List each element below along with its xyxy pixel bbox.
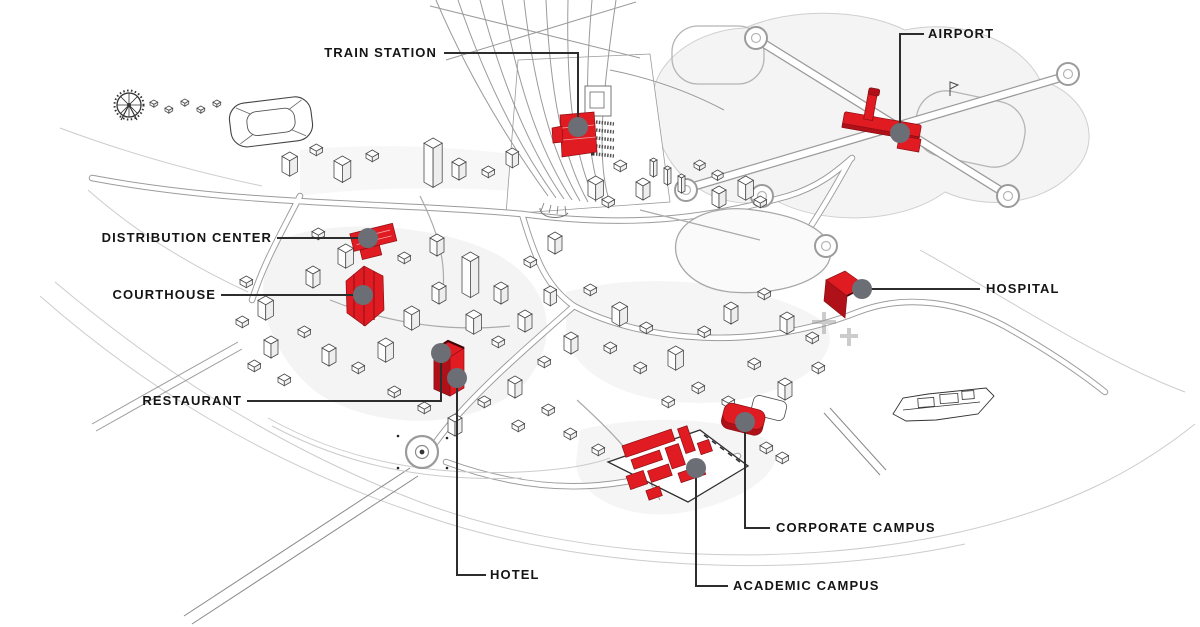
fairground-huts [149,98,221,114]
port-terminal [639,157,761,241]
lagoon-loop-road [674,184,838,294]
hospital-marker [852,279,872,299]
leader-lines [221,33,980,587]
academic-campus [606,425,750,503]
stadium [228,96,314,148]
label-train-station: TRAIN STATION [324,45,437,60]
airport-runways [671,25,1080,208]
hotel-marker [447,368,467,388]
academic-campus-marker [686,458,706,478]
train-station-leader [444,52,579,127]
academic-campus-leader [695,468,728,587]
ship [892,387,995,422]
ferris-wheel-icon [113,89,145,121]
label-hotel: HOTEL [490,567,540,582]
label-corporate-campus: CORPORATE CAMPUS [776,520,936,535]
label-hospital: HOSPITAL [986,281,1060,296]
coastline [39,127,1196,567]
city-buildings [235,137,858,465]
distribution-center-marker [358,228,378,248]
roundabout [396,434,449,470]
label-airport: AIRPORT [928,26,995,41]
airport-leader [899,33,924,133]
restaurant-marker [431,343,451,363]
label-distribution-center: DISTRIBUTION CENTER [101,230,272,245]
landmark-markers [353,117,910,478]
label-academic-campus: ACADEMIC CAMPUS [733,578,880,593]
airport-marker [890,123,910,143]
restaurant-leader [247,353,442,402]
label-restaurant: RESTAURANT [142,393,242,408]
train-station-marker [568,117,588,137]
station-platforms [539,85,615,219]
hotel-leader [456,378,486,576]
corporate-campus-leader [744,422,770,529]
piers [91,341,887,625]
label-courthouse: COURTHOUSE [112,287,216,302]
courthouse-marker [353,285,373,305]
corporate-campus-marker [735,412,755,432]
